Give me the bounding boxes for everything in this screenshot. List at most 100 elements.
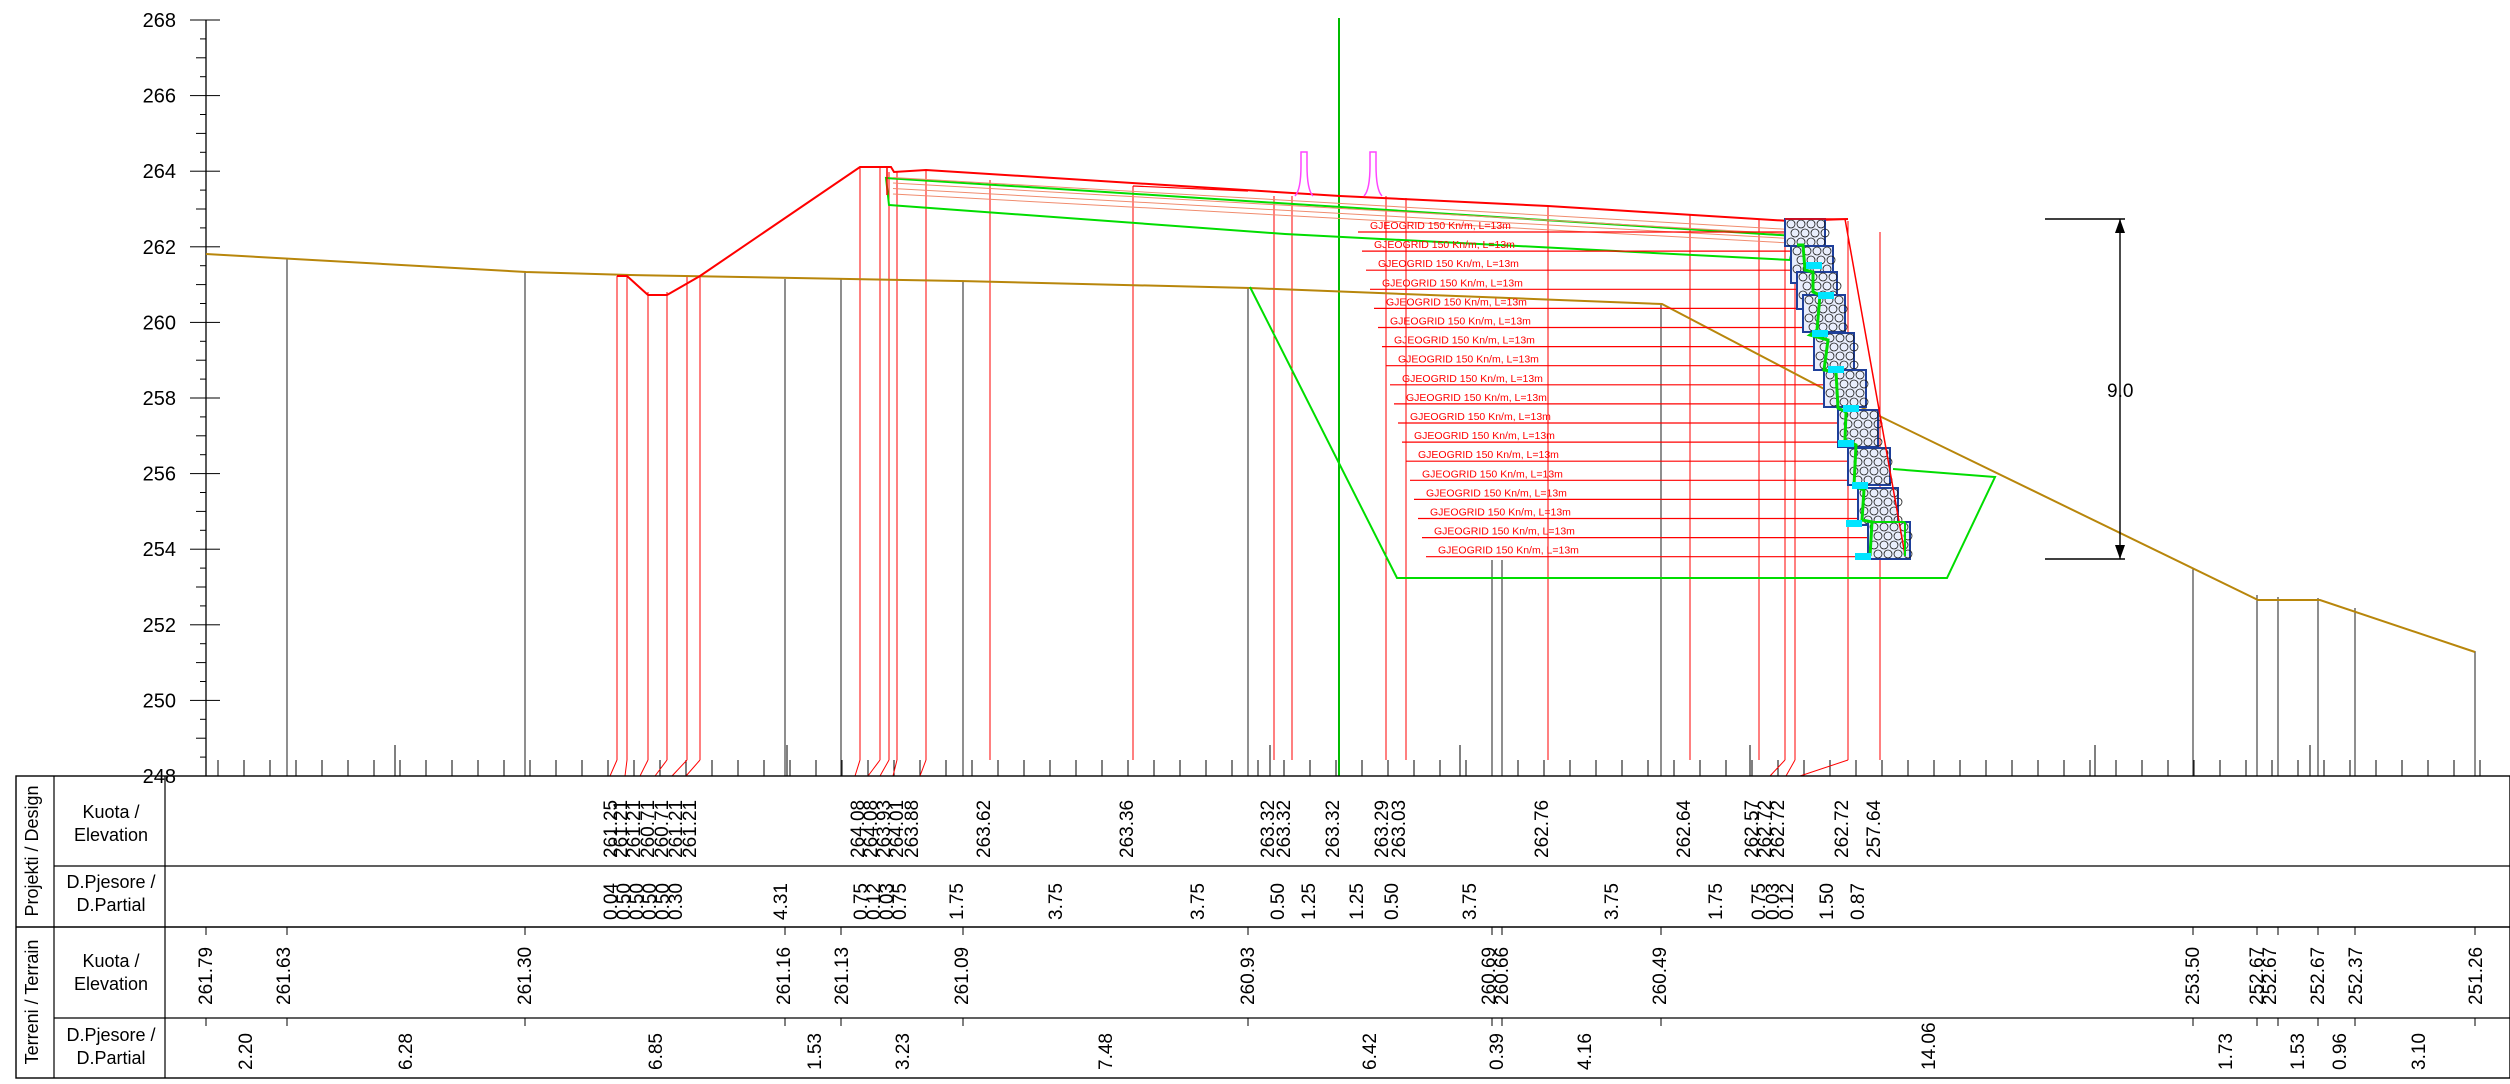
design-partial-value: 3.75 <box>1188 883 1209 920</box>
design-elevation-value: 263.03 <box>1389 800 1410 858</box>
terrain-elevation-value: 260.66 <box>1492 947 1513 1005</box>
gabion-mesh <box>1838 304 1848 314</box>
terrain-partial-value: 0.39 <box>1487 1033 1508 1070</box>
gabion-mesh <box>1808 304 1818 314</box>
gabion-mesh <box>1873 437 1883 447</box>
design-station-fan <box>919 759 927 777</box>
drain-element <box>1838 440 1854 447</box>
gabion-mesh <box>1849 342 1859 352</box>
design-elevation-value: 262.64 <box>1674 799 1695 858</box>
drain-element <box>1828 366 1844 373</box>
design-elevation-value: 262.57 <box>1742 800 1763 858</box>
gabion-mesh <box>1806 219 1816 229</box>
gabion-mesh <box>1835 333 1845 343</box>
gabion-mesh <box>1839 342 1849 352</box>
terrain-elevation-value: 260.93 <box>1238 947 1259 1005</box>
geogrid-label: GJEOGRID 150 Kn/m, L=13m <box>1414 430 1555 442</box>
design-station-fan <box>1785 759 1796 777</box>
design-elevation-value: 260.71 <box>652 800 673 858</box>
design-partial-value: 3.75 <box>1602 883 1623 920</box>
road-marker <box>1294 151 1314 197</box>
gabion-mesh <box>1879 540 1889 550</box>
terrain-elevation-value: 261.13 <box>832 947 853 1005</box>
gabion-mesh <box>1859 410 1869 420</box>
design-elevation-value: 263.93 <box>874 800 895 858</box>
gabion-mesh <box>1869 506 1879 516</box>
terrain-partial-value: 14.06 <box>1919 1022 1940 1070</box>
gabion-mesh <box>1804 295 1814 305</box>
gabion-mesh <box>1855 388 1865 398</box>
design-station-fan <box>639 759 649 777</box>
geogrid-label: GJEOGRID 150 Kn/m, L=13m <box>1418 449 1559 461</box>
pavement-layer <box>892 188 1791 239</box>
design-partial-value: 4.31 <box>771 883 792 920</box>
design-station-fan <box>671 759 688 777</box>
height-dimension: 9.0 <box>2045 218 2133 560</box>
design-station-fan <box>892 759 898 777</box>
design-elevation-value: 264.08 <box>861 800 882 858</box>
gabion-mesh <box>1816 219 1826 229</box>
terrain-elevation-value: 252.67 <box>2260 947 2281 1005</box>
gabion-mesh <box>1829 342 1839 352</box>
gabion-mesh <box>1845 333 1855 343</box>
design-station-fan <box>685 759 701 777</box>
design-elevation-value: 260.71 <box>638 800 659 858</box>
design-station-fan <box>654 759 668 777</box>
gabion-mesh <box>1883 549 1893 559</box>
gabion-mesh <box>1843 419 1853 429</box>
gabion-mesh <box>1879 506 1889 516</box>
design-partial-value: 0.03 <box>877 883 898 920</box>
terrain-partial-value: 2.20 <box>236 1033 257 1070</box>
geogrid-label: GJEOGRID 150 Kn/m, L=13m <box>1430 507 1571 519</box>
geogrid-label: GJEOGRID 150 Kn/m, L=13m <box>1422 468 1563 480</box>
design-partial-value: 0.12 <box>864 883 885 920</box>
design-elevation-value: 262.72 <box>1768 800 1789 858</box>
design-station-fan <box>879 759 890 777</box>
geogrid-label: GJEOGRID 150 Kn/m, L=13m <box>1378 258 1519 270</box>
fill-boundary-upper <box>884 176 1797 262</box>
design-elevation-value: 262.76 <box>1532 800 1553 858</box>
design-verticals <box>609 167 1881 777</box>
terrain-elevation-value: 261.63 <box>274 947 295 1005</box>
geogrid-label: GJEOGRID 150 Kn/m, L=13m <box>1398 354 1539 366</box>
design-partial-value: 0.75 <box>851 883 872 920</box>
design-station-fan <box>609 759 618 777</box>
design-elevation-value: 262.72 <box>1755 800 1776 858</box>
axis-tick-label: 266 <box>143 86 176 108</box>
gabion-mesh <box>1869 488 1879 498</box>
terrain-elevation-value: 261.79 <box>196 947 217 1005</box>
section-shapes <box>205 18 2476 776</box>
design-profile <box>617 166 1849 296</box>
geogrid-label: GJEOGRID 150 Kn/m, L=13m <box>1434 526 1575 538</box>
gabion-mesh <box>1893 549 1903 559</box>
design-elevation-value: 261.21 <box>624 800 645 858</box>
design-group-label: Projekti / Design <box>22 785 42 916</box>
gabion-mesh <box>1828 304 1838 314</box>
design-partial-value: 3.75 <box>1046 883 1067 920</box>
gabion-mesh <box>1834 313 1844 323</box>
terrain-elevation-value: 252.67 <box>2247 947 2268 1005</box>
gabion-mesh <box>1810 228 1820 238</box>
design-elevation-value: 261.21 <box>666 800 687 858</box>
gabion-mesh <box>1873 475 1883 485</box>
design-elevation-value: 264.01 <box>887 800 908 858</box>
drain-element <box>1806 262 1822 269</box>
design-elevation-value: 261.21 <box>680 800 701 858</box>
axis-tick-label: 260 <box>143 312 176 334</box>
gabion-mesh <box>1824 313 1834 323</box>
gabion-mesh <box>1822 246 1832 256</box>
gabion-wall <box>1784 218 1913 560</box>
design-partial-value: 0.04 <box>601 883 622 920</box>
axis-tick-label: 264 <box>143 161 176 183</box>
design-station-fan <box>854 759 861 777</box>
pavement-layer <box>892 182 1791 235</box>
axis-tick-label: 268 <box>143 10 176 32</box>
design-elev-label-1: Kuota / <box>82 802 139 822</box>
gabion-mesh <box>1815 351 1825 361</box>
geogrid-label: GJEOGRID 150 Kn/m, L=13m <box>1390 316 1531 328</box>
terrain-elevation-value: 252.67 <box>2308 947 2329 1005</box>
gabion-mesh <box>1863 457 1873 467</box>
gabion-mesh <box>1825 388 1835 398</box>
